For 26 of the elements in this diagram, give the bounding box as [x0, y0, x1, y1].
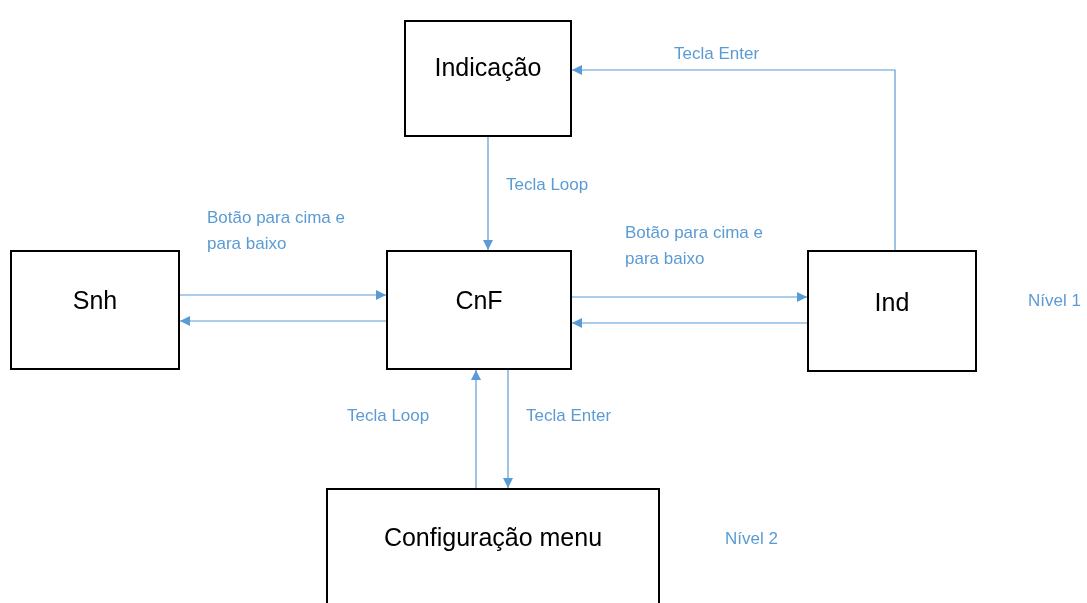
arrow	[179, 290, 387, 300]
state-box	[326, 488, 660, 603]
edge-label: Tecla Enter	[526, 405, 613, 427]
edge-label: Tecla Enter	[674, 43, 761, 65]
arrow	[571, 65, 896, 251]
arrow	[571, 292, 808, 302]
state-box	[386, 250, 572, 370]
arrow	[503, 369, 513, 489]
edge-label: Botão para cima e para baixo	[625, 222, 764, 270]
edge-label: Tecla Loop	[347, 405, 431, 427]
box-label: Configuração menu	[383, 522, 603, 553]
state-box	[807, 250, 977, 372]
arrow	[483, 136, 493, 251]
box-label: Ind	[874, 287, 910, 318]
state-box	[10, 250, 180, 370]
state-box	[404, 20, 572, 137]
level-label: Nível 1	[1028, 290, 1081, 312]
edge-label: Botão para cima e para baixo	[207, 207, 346, 255]
box-label: CnF	[455, 285, 503, 316]
box-label: Snh	[72, 285, 118, 316]
box-label: Indicação	[434, 52, 542, 83]
arrow	[179, 316, 387, 326]
arrow	[471, 369, 481, 489]
edge-label: Tecla Loop	[506, 174, 590, 196]
arrow	[571, 318, 808, 328]
level-label: Nível 2	[725, 528, 778, 550]
